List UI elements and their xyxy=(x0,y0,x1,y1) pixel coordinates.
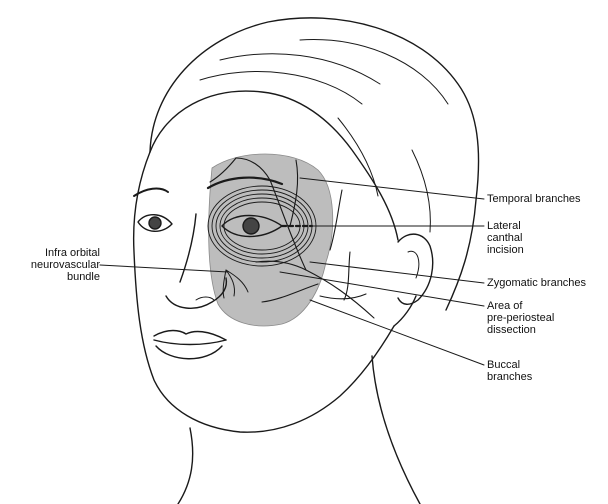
upper-lip xyxy=(154,331,226,341)
label-temporal-branches: Temporal branches xyxy=(487,193,581,205)
label-buccal-branches: Buccal branches xyxy=(487,359,532,383)
nose-bridge xyxy=(180,214,196,282)
label-pre-periosteal-dissection: Area of pre-periosteal dissection xyxy=(487,300,554,336)
label-zygomatic-branches: Zygomatic branches xyxy=(487,277,586,289)
leader-zygomatic xyxy=(310,262,484,283)
neck-left xyxy=(178,428,193,504)
jaw-line xyxy=(394,296,416,326)
lip-line xyxy=(154,340,226,345)
hair-strand xyxy=(300,40,448,104)
label-lateral-canthal-incision: Lateral canthal incision xyxy=(487,220,524,256)
ear xyxy=(398,234,433,304)
hair-strand xyxy=(200,72,362,104)
left-iris xyxy=(243,218,259,234)
leader-buccal xyxy=(310,300,484,365)
lower-lip xyxy=(156,346,222,359)
leader-infra-orbital xyxy=(100,265,228,272)
right-iris xyxy=(149,217,161,229)
neck-right xyxy=(372,356,420,504)
hair-strand xyxy=(220,54,380,84)
label-infra-orbital-bundle: Infra orbital neurovascular bundle xyxy=(4,247,100,283)
nostril xyxy=(196,297,214,300)
